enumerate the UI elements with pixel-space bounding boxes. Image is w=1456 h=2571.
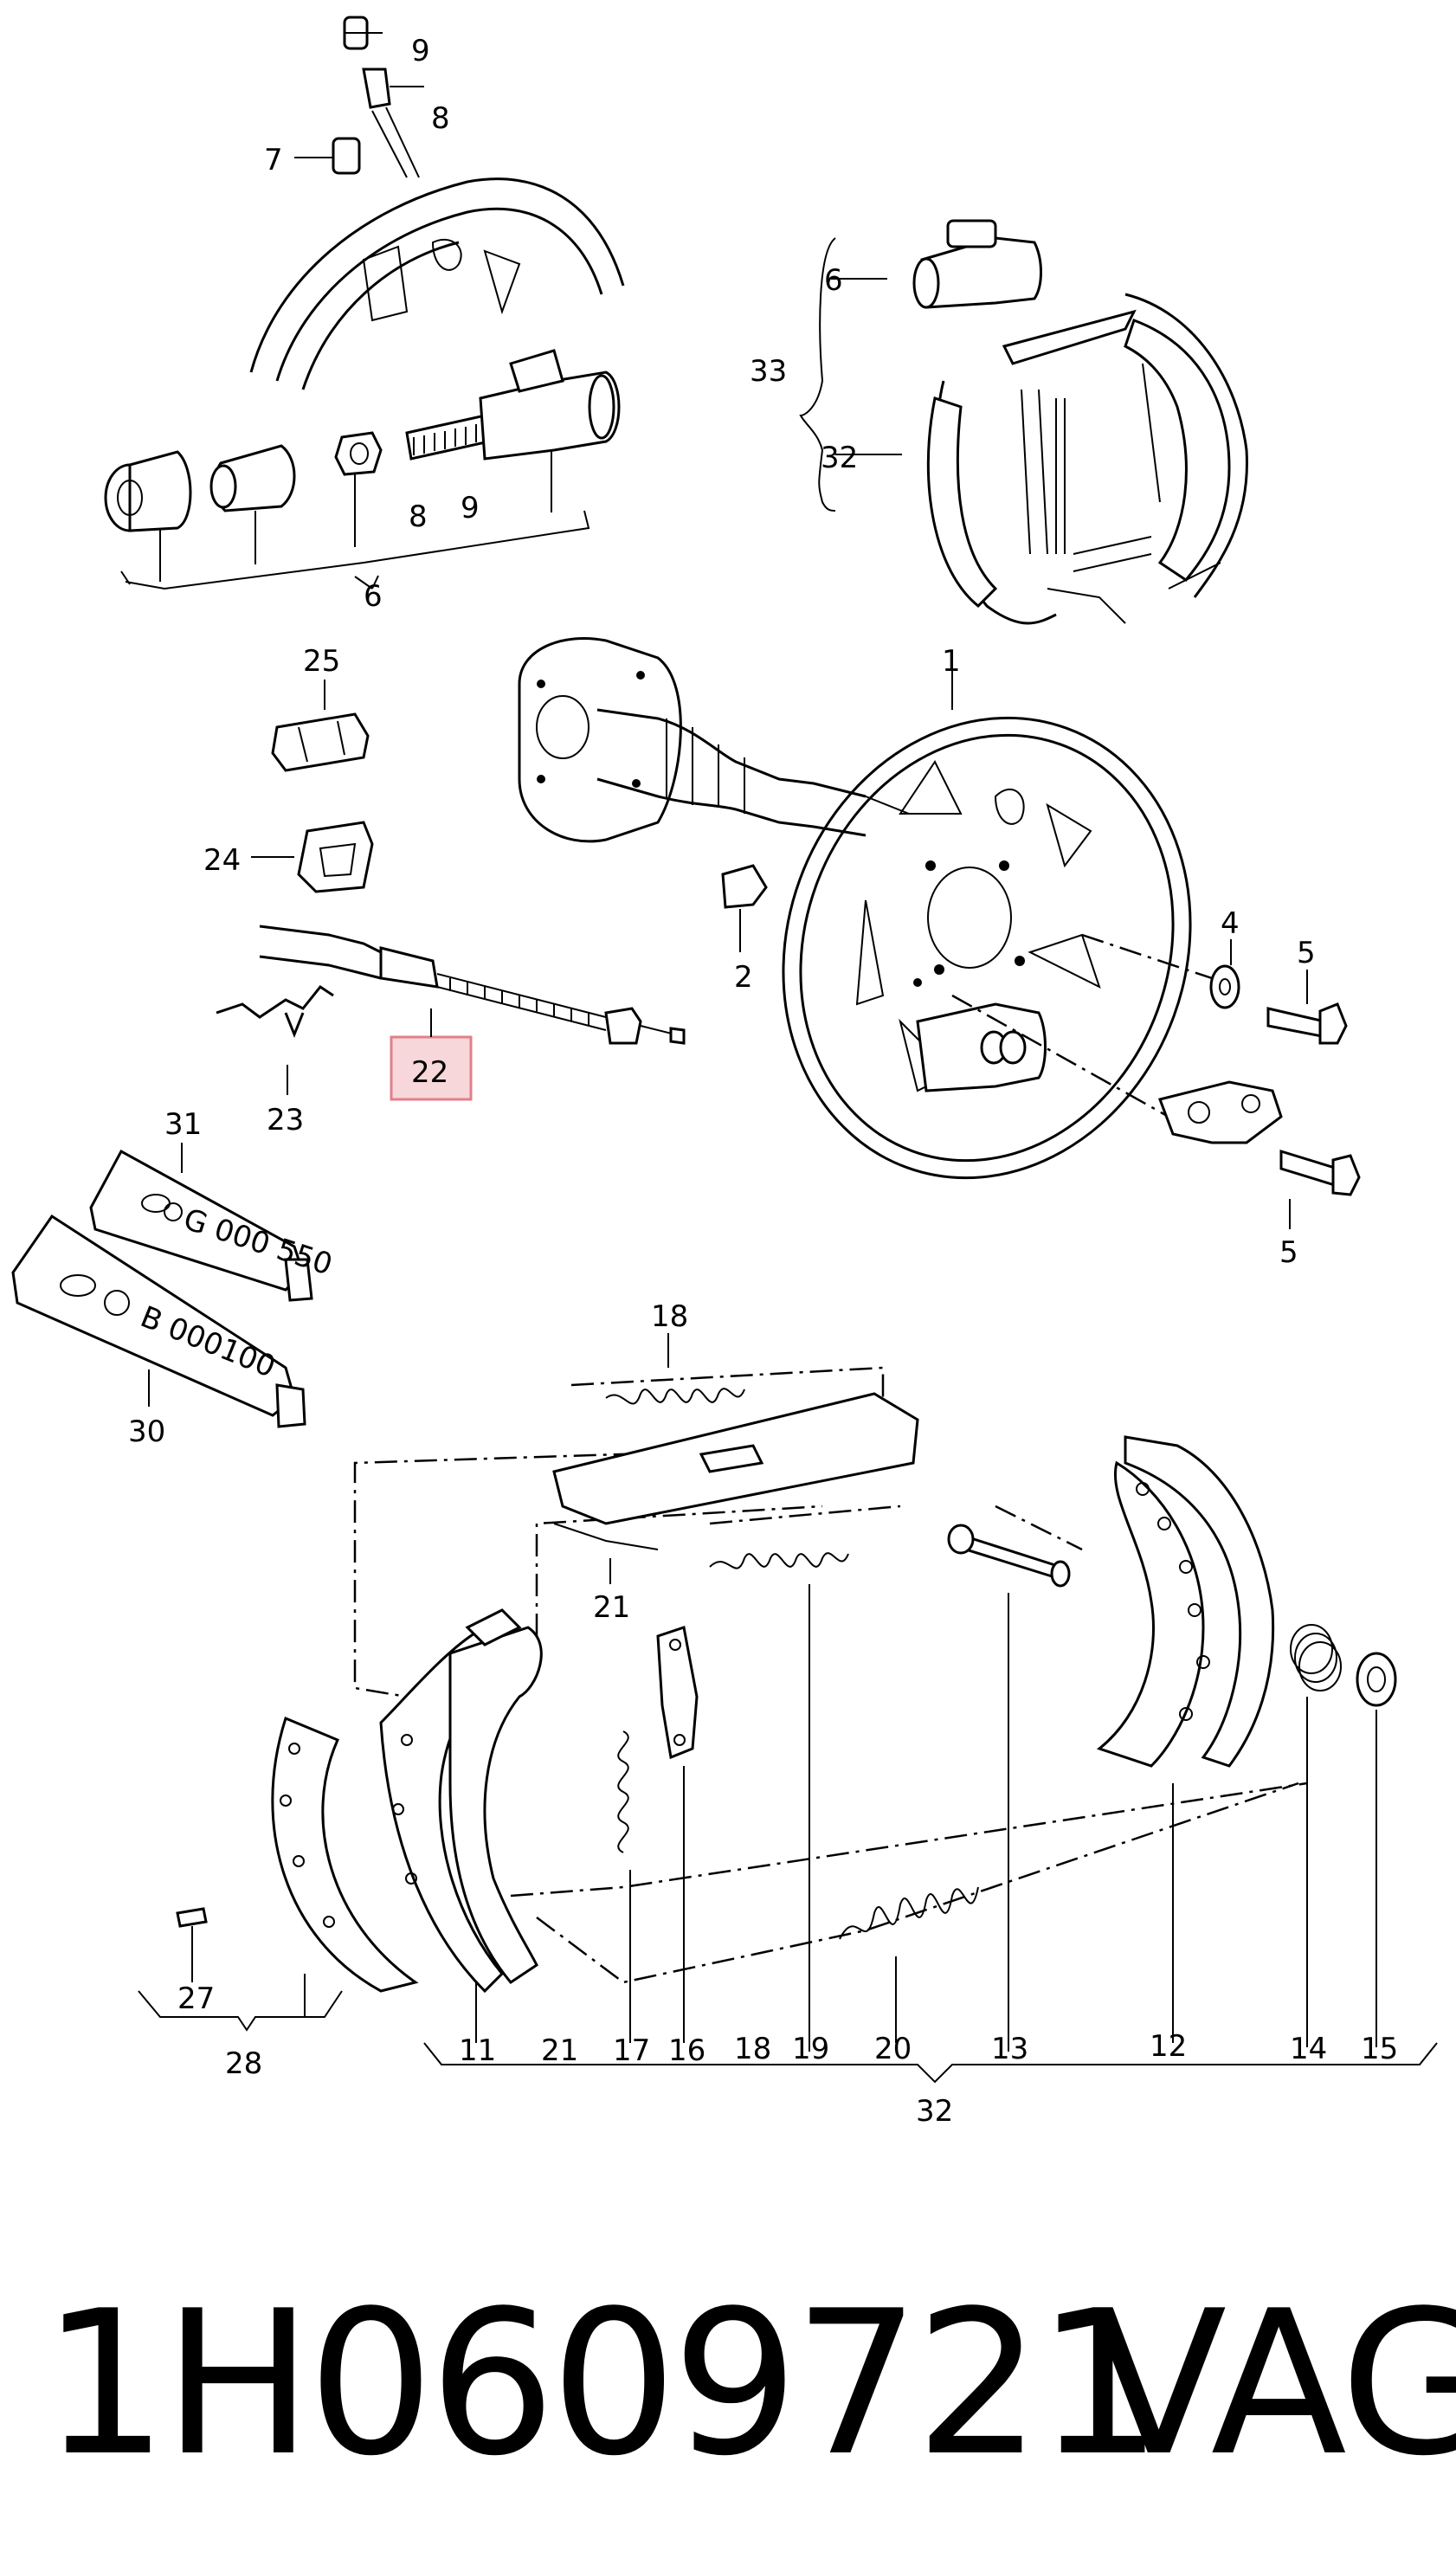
brand-name: VAG (1091, 2269, 1456, 2500)
callout-32b: 32 (916, 2094, 953, 2129)
callout-21a: 21 (593, 1590, 630, 1625)
clips-and-cable-group (216, 680, 686, 1101)
callout-8: 8 (431, 101, 450, 136)
callout-21b: 21 (541, 2033, 578, 2068)
callout-9: 9 (411, 34, 430, 68)
hub-and-brake-plate-group (518, 636, 1361, 1229)
callout-17: 17 (613, 2033, 650, 2068)
part-number: 1H0609721 (42, 2269, 1163, 2500)
callout-32a: 32 (821, 441, 858, 475)
callout-1: 1 (942, 644, 961, 679)
shoe-parts-group (138, 1333, 1438, 2084)
callout-6: 6 (364, 579, 383, 614)
callout-labels: 9 8 7 8 9 6 6 33 32 25 24 22 23 1 2 4 5 … (128, 34, 1398, 2129)
callout-9b: 9 (461, 491, 480, 525)
callout-19: 19 (792, 2032, 829, 2066)
callout-8b: 8 (409, 499, 428, 534)
callout-16: 16 (668, 2033, 705, 2068)
callout-28: 28 (225, 2046, 262, 2081)
callout-20: 20 (874, 2032, 912, 2066)
brake-parts-diagram: G 000 550 B 000100 (11, 16, 1438, 2129)
wheel-cylinder-group (104, 16, 625, 590)
callout-11: 11 (459, 2033, 496, 2068)
callout-6b: 6 (824, 263, 843, 298)
callout-22: 22 (411, 1055, 448, 1090)
callout-18b: 18 (734, 2032, 771, 2066)
callout-33: 33 (750, 354, 787, 389)
callout-2: 2 (734, 960, 753, 995)
callout-4: 4 (1221, 906, 1240, 941)
callout-15: 15 (1361, 2032, 1398, 2066)
callout-31: 31 (164, 1107, 202, 1142)
callout-12: 12 (1150, 2029, 1187, 2064)
grease-tubes-group: G 000 550 B 000100 (11, 1143, 337, 1428)
callout-30: 30 (128, 1414, 165, 1449)
brake-shoe-assembly-group (799, 219, 1248, 625)
callout-7: 7 (264, 143, 283, 177)
callout-14: 14 (1290, 2032, 1327, 2066)
callout-13: 13 (991, 2032, 1028, 2066)
callout-25: 25 (303, 644, 340, 679)
callout-27: 27 (177, 1981, 215, 2016)
callout-5b: 5 (1279, 1235, 1298, 1270)
callout-23: 23 (267, 1103, 304, 1137)
callout-5a: 5 (1297, 936, 1316, 970)
callout-18: 18 (651, 1299, 688, 1334)
callout-24: 24 (203, 843, 241, 878)
